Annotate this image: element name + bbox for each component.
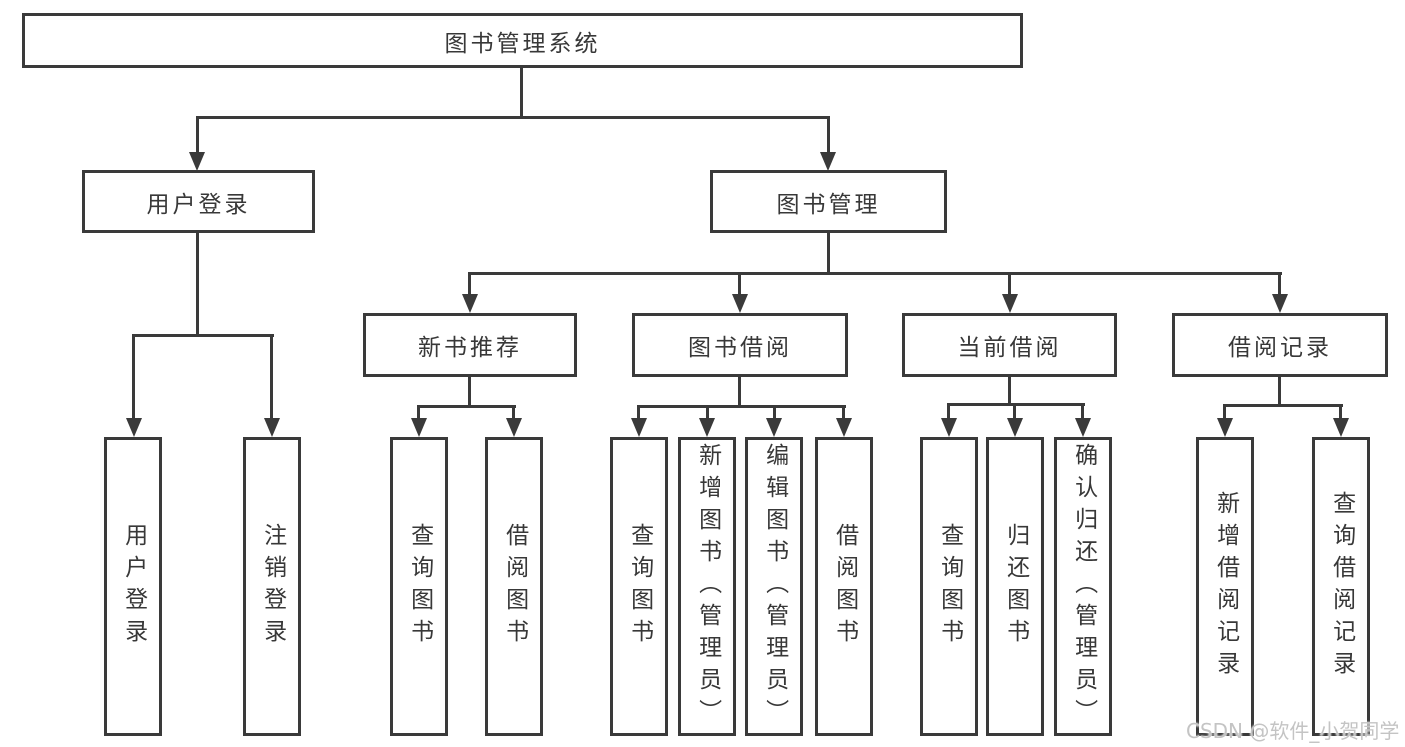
arrowhead-bb-borrow xyxy=(836,418,852,437)
connector-arrow-bb-borrow xyxy=(842,405,845,421)
connector-book-mgmt-stem xyxy=(827,233,830,275)
leaf-nb-borrow-books-label: 借阅图书 xyxy=(501,522,528,651)
arrowhead-book-borrow xyxy=(732,294,748,313)
leaf-cb-query-books-label: 查询图书 xyxy=(936,522,963,651)
connector-current-borrow-bar xyxy=(947,403,1085,406)
connector-user-login-bar xyxy=(132,334,274,337)
connector-arrow-leaf-logout xyxy=(270,334,273,419)
connector-arrow-br-query xyxy=(1339,404,1342,420)
node-book-mgmt: 图书管理 xyxy=(710,170,947,233)
leaf-cb-return-book: 归还图书 xyxy=(986,437,1044,736)
leaf-user-login: 用户登录 xyxy=(104,437,162,736)
arrowhead-leaf-logout xyxy=(264,418,280,437)
node-borrow-records: 借阅记录 xyxy=(1172,313,1388,377)
connector-root-stem xyxy=(520,68,523,118)
node-user-login-label: 用户登录 xyxy=(146,191,251,218)
leaf-nb-query-books-label: 查询图书 xyxy=(406,522,433,651)
connector-arrow-current-borrow xyxy=(1008,272,1011,296)
connector-arrow-cb-query xyxy=(947,403,950,421)
connector-arrow-borrow-records xyxy=(1278,272,1281,296)
csdn-watermark: CSDN @软件_小贺同学 xyxy=(1186,719,1400,743)
arrowhead-cb-query xyxy=(941,418,957,437)
leaf-bb-query-books: 查询图书 xyxy=(610,437,668,736)
leaf-nb-borrow-books: 借阅图书 xyxy=(485,437,543,736)
leaf-br-add-record: 新增借阅记录 xyxy=(1196,437,1254,736)
connector-arrow-nb-borrow xyxy=(512,405,515,421)
arrowhead-br-query xyxy=(1333,418,1349,437)
arrowhead-leaf-login xyxy=(126,418,142,437)
node-root: 图书管理系统 xyxy=(22,13,1023,68)
arrowhead-current-borrow xyxy=(1002,294,1018,313)
arrowhead-cb-confirm xyxy=(1075,418,1091,437)
connector-arrow-nb-query xyxy=(417,405,420,421)
connector-book-borrow-stem xyxy=(738,377,741,408)
arrowhead-bb-add xyxy=(699,418,715,437)
node-new-book-recommend: 新书推荐 xyxy=(363,313,577,377)
connector-arrow-bb-query xyxy=(637,405,640,421)
leaf-cb-query-books: 查询图书 xyxy=(920,437,978,736)
leaf-logout-label: 注销登录 xyxy=(259,522,286,651)
arrowhead-br-add xyxy=(1217,418,1233,437)
connector-new-book-bar xyxy=(417,405,516,408)
connector-current-borrow-stem xyxy=(1008,377,1011,405)
connector-borrow-records-bar xyxy=(1223,404,1343,407)
node-current-borrow: 当前借阅 xyxy=(902,313,1117,377)
arrowhead-borrow-records xyxy=(1272,294,1288,313)
arrowhead-book-mgmt xyxy=(820,152,836,171)
connector-root-bar xyxy=(196,116,830,119)
node-new-book-recommend-label: 新书推荐 xyxy=(418,335,522,361)
connector-borrow-records-stem xyxy=(1278,377,1281,406)
connector-book-mgmt-bar xyxy=(468,272,1282,275)
node-book-borrow: 图书借阅 xyxy=(632,313,848,377)
arrowhead-bb-edit xyxy=(766,418,782,437)
node-root-label: 图书管理系统 xyxy=(444,30,601,57)
arrowhead-user-login xyxy=(189,152,205,171)
leaf-bb-borrow-books: 借阅图书 xyxy=(815,437,873,736)
leaf-cb-confirm-return-admin: 确认归还（管理员） xyxy=(1054,437,1112,736)
connector-arrow-new-book xyxy=(468,272,471,296)
connector-user-login-stem xyxy=(196,233,199,336)
node-current-borrow-label: 当前借阅 xyxy=(957,335,1062,361)
leaf-br-query-record-label: 查询借阅记录 xyxy=(1328,490,1355,683)
leaf-logout: 注销登录 xyxy=(243,437,301,736)
leaf-bb-edit-book-admin-label: 编辑图书（管理员） xyxy=(761,442,788,731)
connector-arrow-cb-return xyxy=(1013,403,1016,421)
arrowhead-cb-return xyxy=(1007,418,1023,437)
node-borrow-records-label: 借阅记录 xyxy=(1228,335,1332,361)
arrowhead-bb-query xyxy=(631,418,647,437)
leaf-bb-query-books-label: 查询图书 xyxy=(626,522,653,651)
connector-arrow-bb-edit xyxy=(773,405,776,421)
connector-new-book-stem xyxy=(468,377,471,408)
arrowhead-nb-borrow xyxy=(506,418,522,437)
leaf-bb-edit-book-admin: 编辑图书（管理员） xyxy=(745,437,803,736)
arrowhead-new-book xyxy=(462,294,478,313)
leaf-br-query-record: 查询借阅记录 xyxy=(1312,437,1370,736)
node-book-borrow-label: 图书借阅 xyxy=(688,335,792,361)
leaf-nb-query-books: 查询图书 xyxy=(390,437,448,736)
leaf-bb-borrow-books-label: 借阅图书 xyxy=(831,522,858,651)
connector-book-borrow-bar xyxy=(637,405,846,408)
connector-arrow-bb-add xyxy=(706,405,709,421)
connector-arrow-book-mgmt xyxy=(827,116,830,154)
connector-arrow-user-login xyxy=(196,116,199,154)
node-book-mgmt-label: 图书管理 xyxy=(776,191,881,218)
connector-arrow-cb-confirm xyxy=(1081,403,1084,421)
node-user-login: 用户登录 xyxy=(82,170,315,233)
leaf-bb-add-book-admin: 新增图书（管理员） xyxy=(678,437,736,736)
connector-arrow-leaf-login xyxy=(132,334,135,419)
leaf-bb-add-book-admin-label: 新增图书（管理员） xyxy=(694,442,721,731)
connector-arrow-br-add xyxy=(1223,404,1226,420)
arrowhead-nb-query xyxy=(411,418,427,437)
leaf-br-add-record-label: 新增借阅记录 xyxy=(1212,490,1239,683)
leaf-cb-return-book-label: 归还图书 xyxy=(1002,522,1029,651)
leaf-user-login-label: 用户登录 xyxy=(120,522,147,651)
leaf-cb-confirm-return-admin-label: 确认归还（管理员） xyxy=(1070,442,1097,731)
connector-arrow-book-borrow xyxy=(738,272,741,296)
